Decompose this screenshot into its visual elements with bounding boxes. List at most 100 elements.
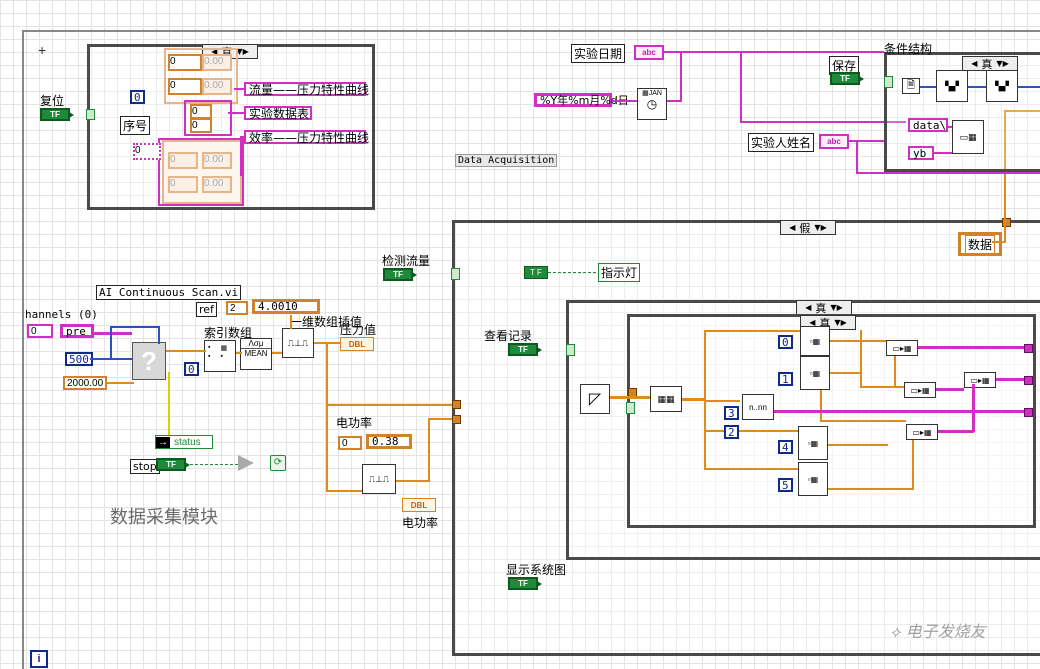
stop-control[interactable]: TF [156,458,190,471]
write-file-node-2[interactable]: ▚▞ [986,70,1018,102]
format-date-node[interactable]: ▦JAN ◷ [637,88,667,120]
tunnel [1002,218,1011,227]
wire [236,352,242,354]
bundle-node-4[interactable]: ▭▸▦ [906,424,938,440]
tunnel-p [1024,344,1033,353]
string-flow-pressure: 流量——压力特性曲线 [244,82,369,97]
tunnel [452,415,461,424]
interp-node[interactable]: ⎍⊥⎍ [282,328,314,358]
condition-selector[interactable]: ◀真▼▶ [962,56,1018,71]
wire [240,136,244,138]
index-node-5[interactable]: ▫▦ [798,462,828,496]
wire [968,86,986,88]
info-icon[interactable]: i [30,650,48,668]
wire [948,126,952,128]
selector-terminal-4 [884,76,893,88]
main-case-selector[interactable]: ◀假▼▶ [780,220,836,235]
wire [820,420,906,422]
concat-icon: ▭▦ [959,131,977,142]
bundle-node-3[interactable]: ▭▸▦ [964,372,996,388]
loop-condition-icon[interactable]: ⟳ [270,455,286,471]
transpose-node[interactable]: n..nn [742,394,774,420]
ai-continuous-scan-vi[interactable]: ? [132,342,166,380]
save-control[interactable]: TF [830,72,864,85]
wire [934,152,952,154]
not-gate-icon[interactable] [238,455,254,471]
reset-control[interactable]: TF [40,108,74,121]
cluster-zero-2: 0 [168,78,202,95]
case-true-label-2: 真 [815,301,827,315]
const-500: 500 [65,352,93,366]
daq-label: Data Acquisition [455,154,558,167]
wire [166,350,206,352]
index-node-1[interactable]: ▫▦ [800,356,830,390]
array-const: 0 [133,143,161,160]
const-index-3: 3 [724,406,739,420]
const-0: 0 [184,362,199,376]
bundle-icon: ▭▸▦ [892,343,912,353]
wire [774,410,1026,413]
cluster-bundle-3-outline [158,138,244,206]
read-spreadsheet-node[interactable]: ▦▦ [650,386,682,412]
write-icon: ▚▞ [945,80,959,91]
file-ref-node[interactable]: 🗎 [902,78,920,94]
const-2000: 2000.00 [63,376,107,390]
wire [704,330,800,332]
bundle-node-1[interactable]: ▭▸▦ [886,340,918,356]
name-control[interactable]: abc [819,134,849,149]
wire [326,490,366,492]
concat-node[interactable]: ▭▦ [952,120,984,154]
pressure-indicator: DBL [340,337,374,351]
power-interp-node[interactable]: ⎍⊥⎍ [362,464,396,494]
yb-const: yb [908,146,934,160]
const-index-2: 2 [724,425,739,439]
bundle-icon: ▭▸▦ [910,385,930,395]
wire [740,121,906,123]
file-dialog-node[interactable]: ◸ [580,384,610,414]
channels-string[interactable]: pre [60,324,94,338]
bundle-node-2[interactable]: ▭▸▦ [904,382,936,398]
wire [158,326,160,344]
wire [912,440,914,490]
clock-icon: ◷ [646,97,658,111]
wire [110,326,112,358]
index-node-4[interactable]: ▫▦ [798,426,828,460]
power-index: 0 [338,436,362,450]
data-indicator: 数据 [958,232,1003,256]
main-case-structure[interactable] [452,220,1040,656]
wire [740,51,742,123]
date-label: 实验日期 [571,44,626,63]
inner-case-selector[interactable]: ◀真▼▶ [796,300,852,315]
watermark: ⟡ 电子发烧友 [890,618,986,642]
index-node-0[interactable]: ▫▦ [800,326,830,356]
wire [856,172,1040,174]
mean-node[interactable]: Λσμ MEAN [240,338,272,370]
wire [828,444,888,446]
channels-index: 0 [27,324,53,338]
wire [612,100,637,102]
write-file-node-1[interactable]: ▚▞ [936,70,968,102]
wire [234,88,244,90]
detect-flow-control[interactable]: TF [383,268,417,281]
date-control[interactable]: abc [634,45,664,60]
status-unbundle[interactable]: → status [155,435,213,449]
wire [680,51,682,101]
wire [110,326,160,328]
const-index-0: 0 [778,335,793,349]
wire [860,330,862,388]
wire [830,372,860,374]
wire [704,400,740,402]
show-system-control[interactable]: TF [508,577,542,590]
view-record-control[interactable]: TF [508,343,542,356]
index-array-node[interactable]: ▪▦▪▪ [204,340,236,372]
arrow-right-icon: → [156,436,170,448]
seq-numeric[interactable]: 0 [130,90,145,104]
wire [107,382,134,384]
canvas-left-border [22,30,24,669]
stat-icon: Λσμ [241,339,271,349]
wire [820,390,822,422]
case-false-label: 假 [799,221,811,235]
wire [938,430,974,433]
condition-label: 条件结构 [884,42,933,56]
